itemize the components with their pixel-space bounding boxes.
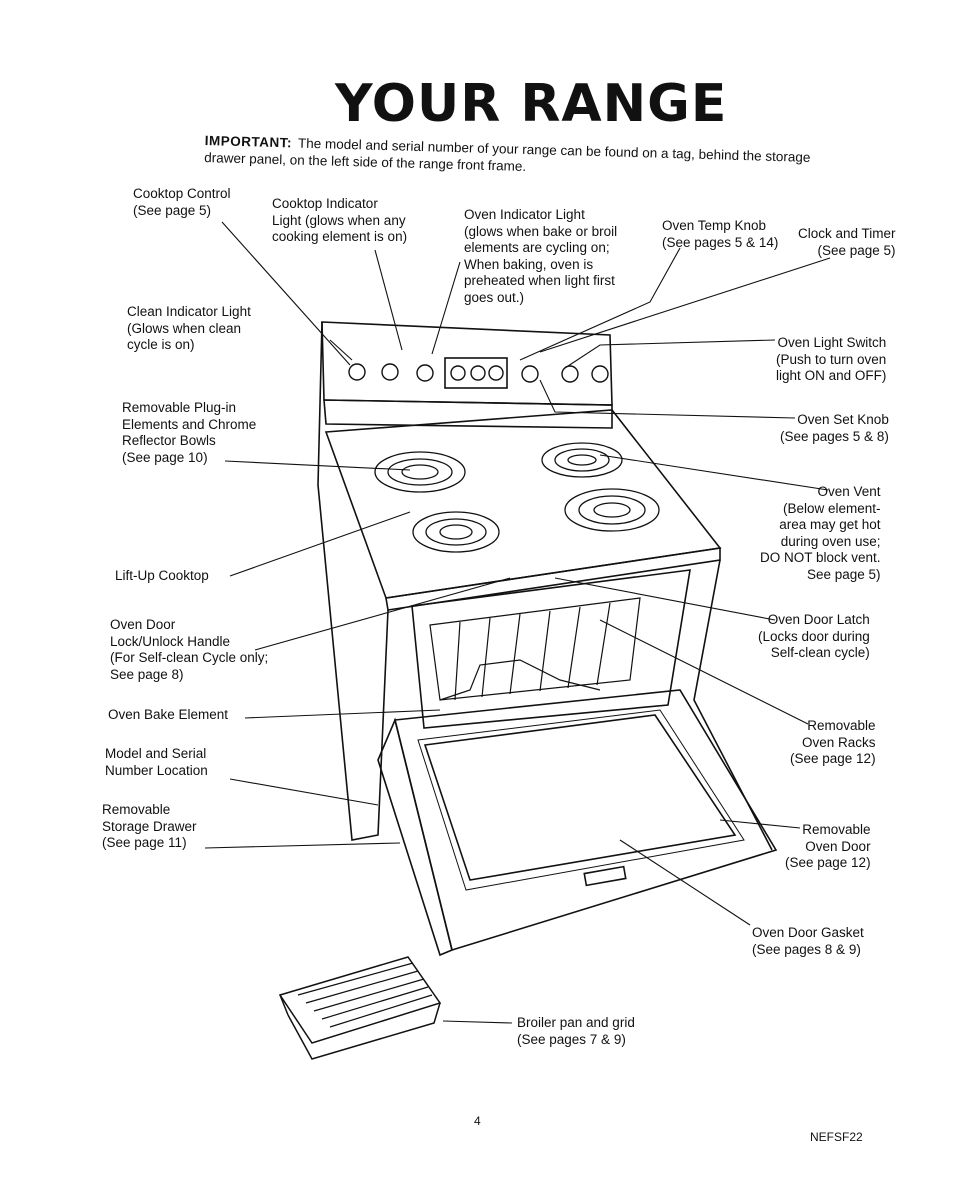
- label-oven-indicator: Oven Indicator Light (glows when bake or…: [464, 207, 618, 305]
- burner-set: [374, 442, 660, 553]
- label-oven-temp-knob: Oven Temp Knob (See pages 5 & 14): [662, 218, 779, 250]
- label-oven-vent: Oven Vent (Below element- area may get h…: [760, 484, 881, 582]
- label-oven-set-knob: Oven Set Knob (See pages 5 & 8): [780, 412, 889, 444]
- leader-lines: [204, 221, 831, 1024]
- control-panel-shape: [321, 321, 613, 406]
- clock-display-shape: [444, 357, 508, 389]
- oven-door-gasket-shape: [417, 709, 745, 891]
- label-storage-drawer: Removable Storage Drawer (See page 11): [102, 802, 197, 850]
- oven-door: [394, 689, 778, 952]
- cooktop-edge: [385, 547, 721, 611]
- label-cooktop-indicator: Cooktop Indicator Light (glows when any …: [272, 196, 408, 244]
- oven-rack: [429, 597, 641, 701]
- knob-set: [348, 363, 609, 383]
- range-right-side: [693, 559, 773, 851]
- label-lift-up-cooktop: Lift-Up Cooktop: [115, 568, 209, 583]
- label-oven-door-lock: Oven Door Lock/Unlock Handle (For Self-c…: [110, 617, 269, 682]
- label-removable-racks: Removable Oven Racks (See page 12): [790, 718, 876, 766]
- oven-opening: [411, 569, 691, 729]
- label-oven-light-switch: Oven Light Switch (Push to turn oven lig…: [776, 335, 887, 383]
- document-code: NEFSF22: [810, 1130, 863, 1144]
- label-broiler-pan: Broiler pan and grid (See pages 7 & 9): [517, 1015, 635, 1047]
- label-removable-elements: Removable Plug-in Elements and Chrome Re…: [122, 400, 257, 465]
- page-number: 4: [474, 1114, 481, 1128]
- label-clean-indicator: Clean Indicator Light (Glows when clean …: [127, 304, 251, 352]
- label-cooktop-control: Cooktop Control (See page 5): [133, 186, 231, 218]
- label-clock-timer: Clock and Timer (See page 5): [798, 226, 896, 258]
- cooktop-shape: [324, 409, 722, 599]
- label-removable-door: Removable Oven Door (See page 12): [785, 822, 871, 870]
- broiler-pan-icon: [278, 956, 442, 1060]
- label-door-gasket: Oven Door Gasket (See pages 8 & 9): [752, 925, 864, 957]
- label-oven-door-latch: Oven Door Latch (Locks door during Self-…: [758, 612, 870, 660]
- door-handle-shape: [583, 865, 627, 887]
- storage-drawer-shape: [377, 717, 453, 957]
- label-model-serial: Model and Serial Number Location: [105, 746, 208, 778]
- oven-door-window: [423, 714, 737, 881]
- label-oven-bake-element: Oven Bake Element: [108, 707, 229, 722]
- page-title: YOUR RANGE: [335, 74, 728, 134]
- range-side: [317, 321, 389, 841]
- control-panel-base: [323, 399, 613, 429]
